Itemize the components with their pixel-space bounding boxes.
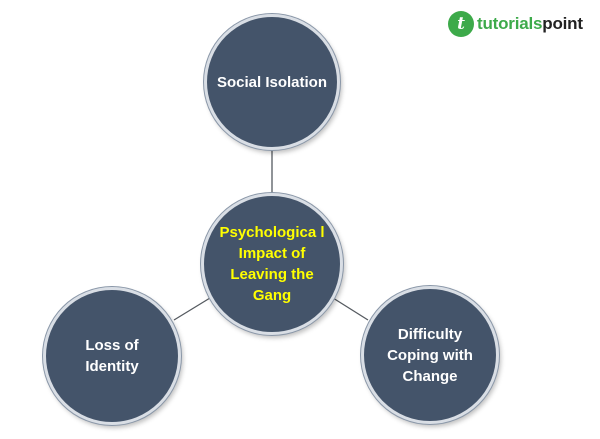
node-center-psychological-impact: Psychologica l Impact of Leaving the Gan… [201,193,343,335]
connector-right [332,297,369,321]
node-social-isolation-label: Social Isolation [216,73,328,91]
node-social-isolation: Social Isolation [204,14,340,150]
node-difficulty-coping: Difficulty Coping with Change [361,286,499,424]
tutorialspoint-logo: t tutorialspoint [448,11,583,37]
logo-text-secondary: point [542,14,583,33]
logo-text-primary: tutorials [477,14,543,33]
logo-wordmark: tutorialspoint [477,14,583,34]
logo-mark-icon: t [448,11,474,37]
node-loss-of-identity: Loss of Identity [43,287,181,425]
node-center-label: Psychologica l Impact of Leaving the Gan… [219,224,325,304]
node-loss-of-identity-label: Loss of Identity [85,337,139,375]
connector-left [173,297,211,321]
node-difficulty-coping-label: Difficulty Coping with Change [387,325,473,385]
